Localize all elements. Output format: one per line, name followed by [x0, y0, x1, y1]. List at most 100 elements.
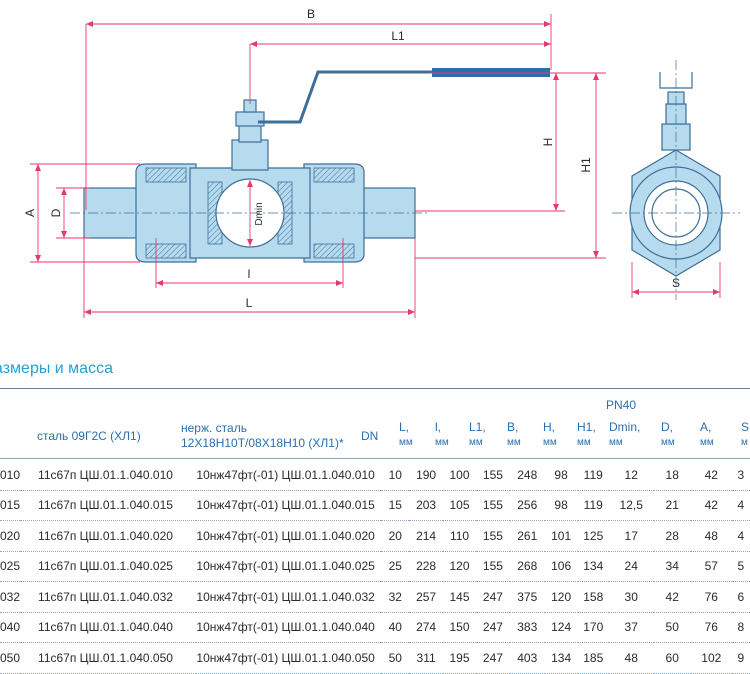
section-title: азмеры и масса [0, 360, 113, 377]
cell-l1: 247 [476, 612, 510, 643]
cell-stainless: 10нж47фт(-01) ЦШ.01.1.040.015 [196, 490, 382, 521]
header-dmin: Dmin,мм [609, 420, 641, 448]
cell-dmin: 12 [608, 460, 654, 491]
cell-steel: 11с67п ЦШ.01.1.040.032 [20, 581, 197, 613]
cell-l: 274 [409, 612, 444, 643]
valve-drawing: B L1 H H1 A D Dmin l L S [23, 7, 740, 318]
cell-h: 124 [544, 612, 578, 643]
dim-label-d: D [49, 208, 63, 217]
cell-l: 228 [409, 551, 444, 582]
cell-b: 268 [509, 551, 545, 582]
cell-l1: 155 [476, 490, 510, 521]
dim-label-b: B [307, 7, 315, 21]
cell-a: 42 [690, 460, 732, 491]
header-d: D,мм [661, 420, 675, 448]
table-header-rule [0, 458, 750, 459]
cell-l1: 155 [476, 520, 510, 552]
cell-steel: 11с67п ЦШ.01.1.040.025 [20, 551, 197, 582]
cell-code: 010 [0, 460, 21, 491]
cell-dmin: 37 [608, 612, 654, 643]
cell-d: 42 [653, 581, 691, 613]
cell-d: 21 [653, 490, 691, 521]
dimension-lines [30, 14, 721, 318]
dim-label-l-small: l [248, 267, 251, 281]
cell-dmin: 17 [608, 520, 654, 552]
cell-s: 4 [731, 520, 750, 552]
cell-a: 48 [690, 520, 732, 552]
cell-l: 311 [409, 642, 444, 674]
table-top-rule [0, 388, 750, 389]
cell-s: 9 [731, 642, 750, 674]
cell-stainless: 10нж47фт(-01) ЦШ.01.1.040.032 [196, 581, 382, 613]
cell-stainless: 10нж47фт(-01) ЦШ.01.1.040.050 [196, 642, 382, 674]
header-a: A,мм [700, 420, 714, 448]
cell-l1: 155 [476, 460, 510, 491]
cell-code: 015 [0, 490, 21, 521]
cell-b: 248 [509, 460, 545, 491]
cell-b: 375 [509, 581, 545, 613]
cell-l: 190 [409, 460, 444, 491]
cell-code: 020 [0, 520, 21, 552]
cell-l: 100 [443, 460, 477, 491]
header-steel: сталь 09Г2С (ХЛ1) [37, 429, 141, 443]
cell-dmin: 12,5 [608, 490, 654, 521]
cell-h: 98 [544, 460, 578, 491]
cell-s: 6 [731, 581, 750, 613]
cell-a: 57 [690, 551, 732, 582]
cell-dn: 32 [381, 581, 410, 613]
header-h1: H1,мм [577, 420, 596, 448]
cell-l: 214 [409, 520, 444, 552]
dim-label-l: L [246, 296, 253, 310]
cell-s: 5 [731, 551, 750, 582]
cell-dn: 50 [381, 642, 410, 674]
cell-b: 256 [509, 490, 545, 521]
header-pn40: PN40 [606, 398, 637, 412]
cell-h1: 134 [577, 551, 609, 582]
cell-a: 76 [690, 612, 732, 643]
cell-stainless: 10нж47фт(-01) ЦШ.01.1.040.020 [196, 520, 382, 552]
header-stainless-line2: 12Х18Н10Т/08Х18Н10 (ХЛ1)* [181, 436, 344, 450]
valve-side-view [612, 60, 740, 300]
cell-a: 102 [690, 642, 732, 674]
cell-h1: 185 [577, 642, 609, 674]
cell-s: 3 [731, 460, 750, 491]
handle [258, 68, 550, 124]
cell-l: 110 [443, 520, 477, 552]
cell-steel: 11с67п ЦШ.01.1.040.040 [20, 612, 197, 643]
cell-l1: 247 [476, 581, 510, 613]
cell-dn: 40 [381, 612, 410, 643]
cell-b: 261 [509, 520, 545, 552]
cell-dn: 20 [381, 520, 410, 552]
cell-l1: 155 [476, 551, 510, 582]
dim-label-l1: L1 [391, 29, 405, 43]
cell-s: 8 [731, 612, 750, 643]
dim-label-dmin: Dmin [254, 202, 265, 225]
cell-l: 120 [443, 551, 477, 582]
cell-dmin: 30 [608, 581, 654, 613]
cell-stainless: 10нж47фт(-01) ЦШ.01.1.040.025 [196, 551, 382, 582]
cell-d: 34 [653, 551, 691, 582]
cell-l: 203 [409, 490, 444, 521]
cell-steel: 11с67п ЦШ.01.1.040.015 [20, 490, 197, 521]
cell-h1: 119 [577, 490, 609, 521]
cell-d: 28 [653, 520, 691, 552]
header-l1: L1,мм [469, 420, 486, 448]
cell-h1: 125 [577, 520, 609, 552]
cell-h: 120 [544, 581, 578, 613]
cell-l: 257 [409, 581, 444, 613]
cell-steel: 11с67п ЦШ.01.1.040.010 [20, 460, 197, 491]
dim-label-a: A [23, 209, 37, 217]
header-l-big: L,мм [399, 420, 413, 448]
cell-d: 60 [653, 642, 691, 674]
cell-dmin: 48 [608, 642, 654, 674]
cell-code: 040 [0, 612, 21, 643]
cell-stainless: 10нж47фт(-01) ЦШ.01.1.040.040 [196, 612, 382, 643]
cell-code: 050 [0, 642, 21, 674]
cell-code: 032 [0, 581, 21, 613]
cell-l1: 247 [476, 642, 510, 674]
cell-dmin: 24 [608, 551, 654, 582]
